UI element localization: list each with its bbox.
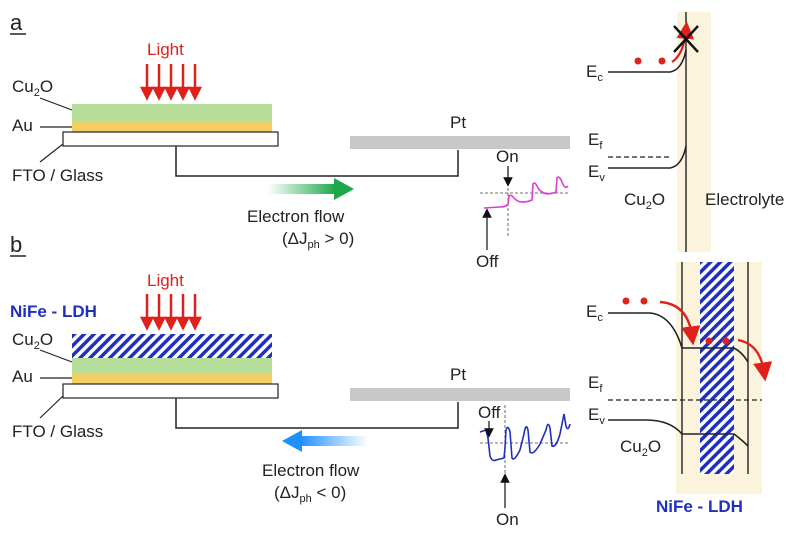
electron-flow-arrow-a — [268, 184, 336, 194]
electron-transfer-arrow-b2 — [737, 338, 773, 382]
ef-label-b: Ef — [588, 373, 603, 395]
ev-label-b: Ev — [588, 405, 605, 427]
light-arrows-a — [139, 64, 203, 101]
valence-band-a — [608, 145, 687, 169]
panel-a-label: a — [10, 10, 23, 35]
electron-flow-label-b: Electron flow — [262, 461, 360, 480]
light-arrows-b — [139, 294, 203, 331]
cu2o-label-b: Cu2O — [12, 330, 53, 352]
pt-electrode-b — [350, 388, 570, 401]
fto-glass-b — [62, 383, 279, 399]
photocurrent-trace-b — [479, 405, 571, 478]
fto-label-b: FTO / Glass — [12, 422, 103, 441]
pt-label-b: Pt — [450, 365, 466, 384]
light-label-a: Light — [147, 40, 184, 59]
ef-label-a: Ef — [588, 130, 603, 152]
semi-label-b: Cu2O — [620, 437, 661, 459]
cu2o-layer-a — [72, 104, 272, 122]
on-label-a: On — [496, 147, 519, 166]
electron-flow-label-a: Electron flow — [247, 207, 345, 226]
ldh-layer-b — [72, 334, 272, 358]
conduction-band-b — [608, 312, 749, 363]
au-layer-a — [72, 122, 272, 132]
light-label-b: Light — [147, 271, 184, 290]
ev-label-a: Ev — [588, 162, 605, 184]
au-layer-b — [72, 374, 272, 384]
pt-label-a: Pt — [450, 113, 466, 132]
conduction-band-a — [608, 49, 687, 73]
pt-electrode-a — [350, 136, 570, 149]
wire-a — [175, 146, 459, 177]
electrolyte-label-a: Electrolyte — [705, 190, 784, 209]
cu2o-label-a: Cu2O — [12, 77, 53, 99]
off-label-a: Off — [476, 252, 499, 271]
ldh-band-region-b — [700, 262, 734, 474]
delta-j-label-b: (ΔJph < 0) — [274, 483, 346, 505]
photocurrent-trace-a — [480, 176, 570, 236]
valence-band-b — [608, 419, 749, 447]
ec-label-a: Ec — [586, 62, 603, 84]
delta-j-label-a: (ΔJph > 0) — [282, 229, 354, 251]
electrolyte-region-a — [677, 12, 711, 252]
band-diagram-b — [608, 262, 773, 494]
ec-label-b: Ec — [586, 302, 603, 324]
band-diagram-a — [608, 12, 711, 252]
au-label-b: Au — [12, 367, 33, 386]
fto-glass-a — [62, 131, 279, 147]
panel-b-label: b — [10, 232, 22, 257]
electron-transfer-arrow-a — [671, 21, 695, 63]
on-label-b: On — [496, 510, 519, 529]
wire-b — [175, 398, 459, 429]
ldh-label-b: NiFe - LDH — [10, 302, 97, 321]
fto-label-a: FTO / Glass — [12, 166, 103, 185]
electron-flow-arrow-b — [300, 436, 368, 446]
cu2o-layer-b — [72, 358, 272, 374]
panel-a: a Light Cu2O Au FTO / Glass Pt Electron … — [10, 10, 784, 271]
semi-label-a: Cu2O — [624, 190, 665, 212]
ldh-band-label-b: NiFe - LDH — [656, 497, 743, 516]
au-label-a: Au — [12, 116, 33, 135]
electron-transfer-arrow-b1 — [659, 300, 701, 346]
panel-b: b Light NiFe - LDH Cu2O Au FTO / Glass P… — [10, 232, 773, 529]
off-label-b: Off — [478, 403, 501, 422]
